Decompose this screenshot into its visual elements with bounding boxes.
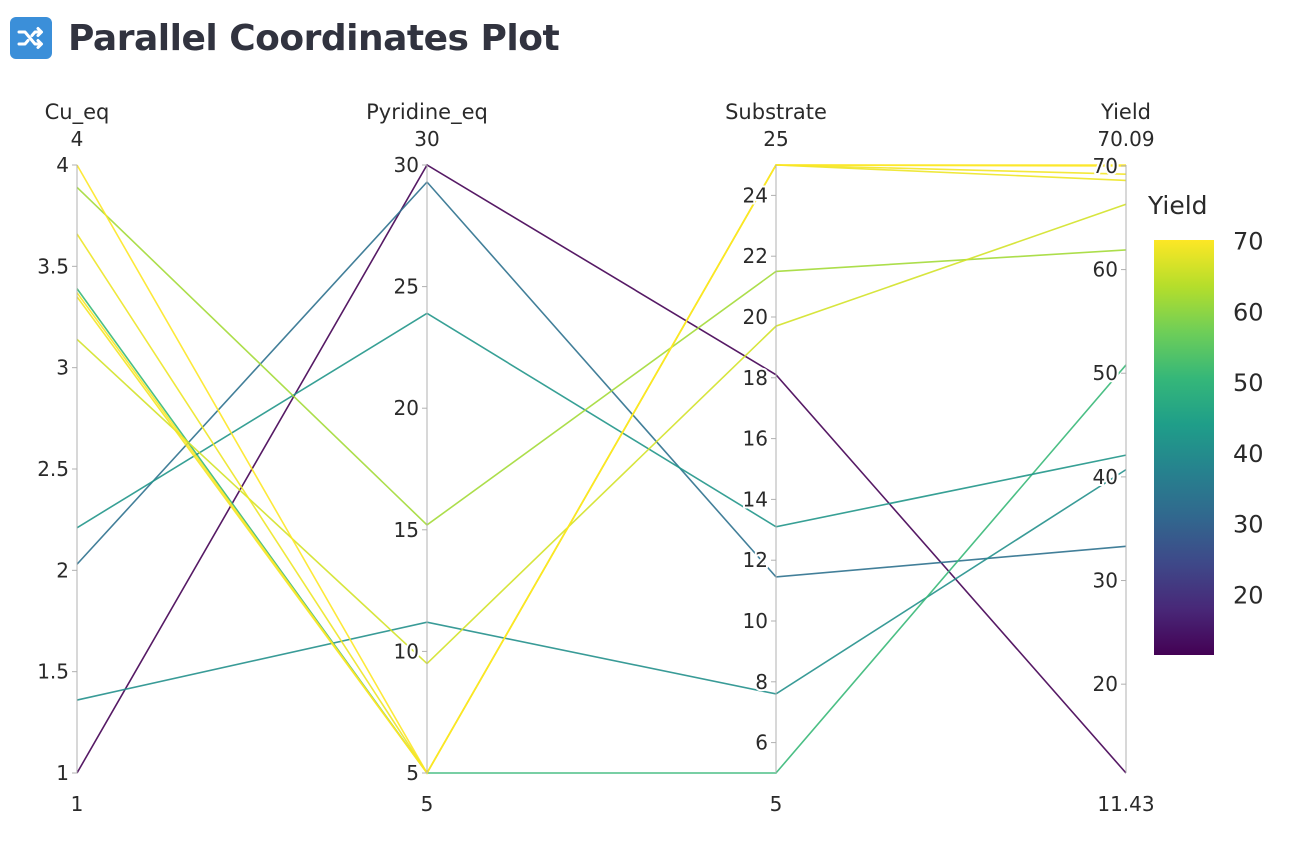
tick-label: 3 <box>56 356 69 380</box>
tick-label: 30 <box>1093 569 1118 593</box>
colorbar-tick-label: 70 <box>1233 228 1264 256</box>
axis-min-label: 1 <box>71 792 84 816</box>
tick-label: 14 <box>743 487 768 511</box>
tick-label: 60 <box>1093 258 1118 282</box>
tick-label: 22 <box>743 244 768 268</box>
tick-label: 25 <box>394 275 419 299</box>
tick-label: 20 <box>1093 672 1118 696</box>
axis-min-label: 11.43 <box>1097 792 1154 816</box>
page-header: Parallel Coordinates Plot <box>10 14 560 62</box>
tick-label: 16 <box>743 427 768 451</box>
polyline-6[interactable] <box>76 203 1127 665</box>
tick-label: 40 <box>1093 465 1118 489</box>
tick-label: 24 <box>743 183 768 207</box>
tick-label: 5 <box>406 761 419 785</box>
polyline-3[interactable] <box>76 288 1127 774</box>
tick-label: 3.5 <box>37 254 69 278</box>
axis-title: Cu_eq <box>45 100 110 125</box>
axis-max-label: 25 <box>763 127 788 151</box>
axis-title: Pyridine_eq <box>366 100 488 125</box>
tick-label: 20 <box>743 305 768 329</box>
tick-label: 50 <box>1093 361 1118 385</box>
axis-substrate[interactable]: Substrate 25 5 6 8 10 12 14 16 18 20 22 24 <box>725 100 827 816</box>
polyline-4[interactable] <box>76 312 1127 529</box>
colorbar-tick-label: 30 <box>1233 511 1264 539</box>
axis-max-label: 4 <box>71 127 84 151</box>
polyline-10[interactable] <box>76 164 1127 775</box>
tick-label: 70 <box>1093 154 1118 178</box>
tick-label: 1.5 <box>37 660 69 684</box>
axis-max-label: 30 <box>414 127 439 151</box>
axis-max-label: 70.09 <box>1097 127 1154 151</box>
colorbar-tick-label: 50 <box>1233 369 1264 397</box>
tick-label: 2 <box>56 558 69 582</box>
colorbar-tick-label: 40 <box>1233 440 1264 468</box>
tick-label: 6 <box>755 731 768 755</box>
polyline-5[interactable] <box>76 186 1127 526</box>
colorbar-tick-label: 20 <box>1233 581 1264 609</box>
page-title: Parallel Coordinates Plot <box>68 17 560 59</box>
polylines-layer <box>76 163 1127 775</box>
axis-min-label: 5 <box>770 792 783 816</box>
tick-label: 8 <box>755 670 768 694</box>
axis-yield[interactable]: Yield 70.09 11.43 20 30 40 50 60 70 <box>1091 100 1155 816</box>
colorbar-title: Yield <box>1147 191 1208 220</box>
tick-label: 10 <box>394 639 419 663</box>
tick-label: 12 <box>743 548 768 572</box>
tick-label: 10 <box>743 609 768 633</box>
axis-min-label: 5 <box>421 792 434 816</box>
colorbar: Yield 20 30 40 50 60 70 <box>1147 191 1264 655</box>
polyline-2[interactable] <box>76 468 1127 701</box>
tick-label: 30 <box>394 153 419 177</box>
tick-label: 4 <box>56 153 69 177</box>
polyline-1[interactable] <box>76 180 1127 578</box>
tick-label: 2.5 <box>37 457 69 481</box>
tick-label: 18 <box>743 366 768 390</box>
tick-label: 1 <box>56 761 69 785</box>
tick-label: 20 <box>394 396 419 420</box>
axis-title: Substrate <box>725 100 827 124</box>
colorbar-gradient <box>1154 240 1214 655</box>
axes-layer: Cu_eq4111.522.533.54Pyridine_eq305510152… <box>35 100 1155 816</box>
shuffle-icon <box>10 17 52 59</box>
colorbar-tick-label: 60 <box>1233 298 1264 326</box>
tick-label: 15 <box>394 518 419 542</box>
axis-title: Yield <box>1100 100 1151 124</box>
